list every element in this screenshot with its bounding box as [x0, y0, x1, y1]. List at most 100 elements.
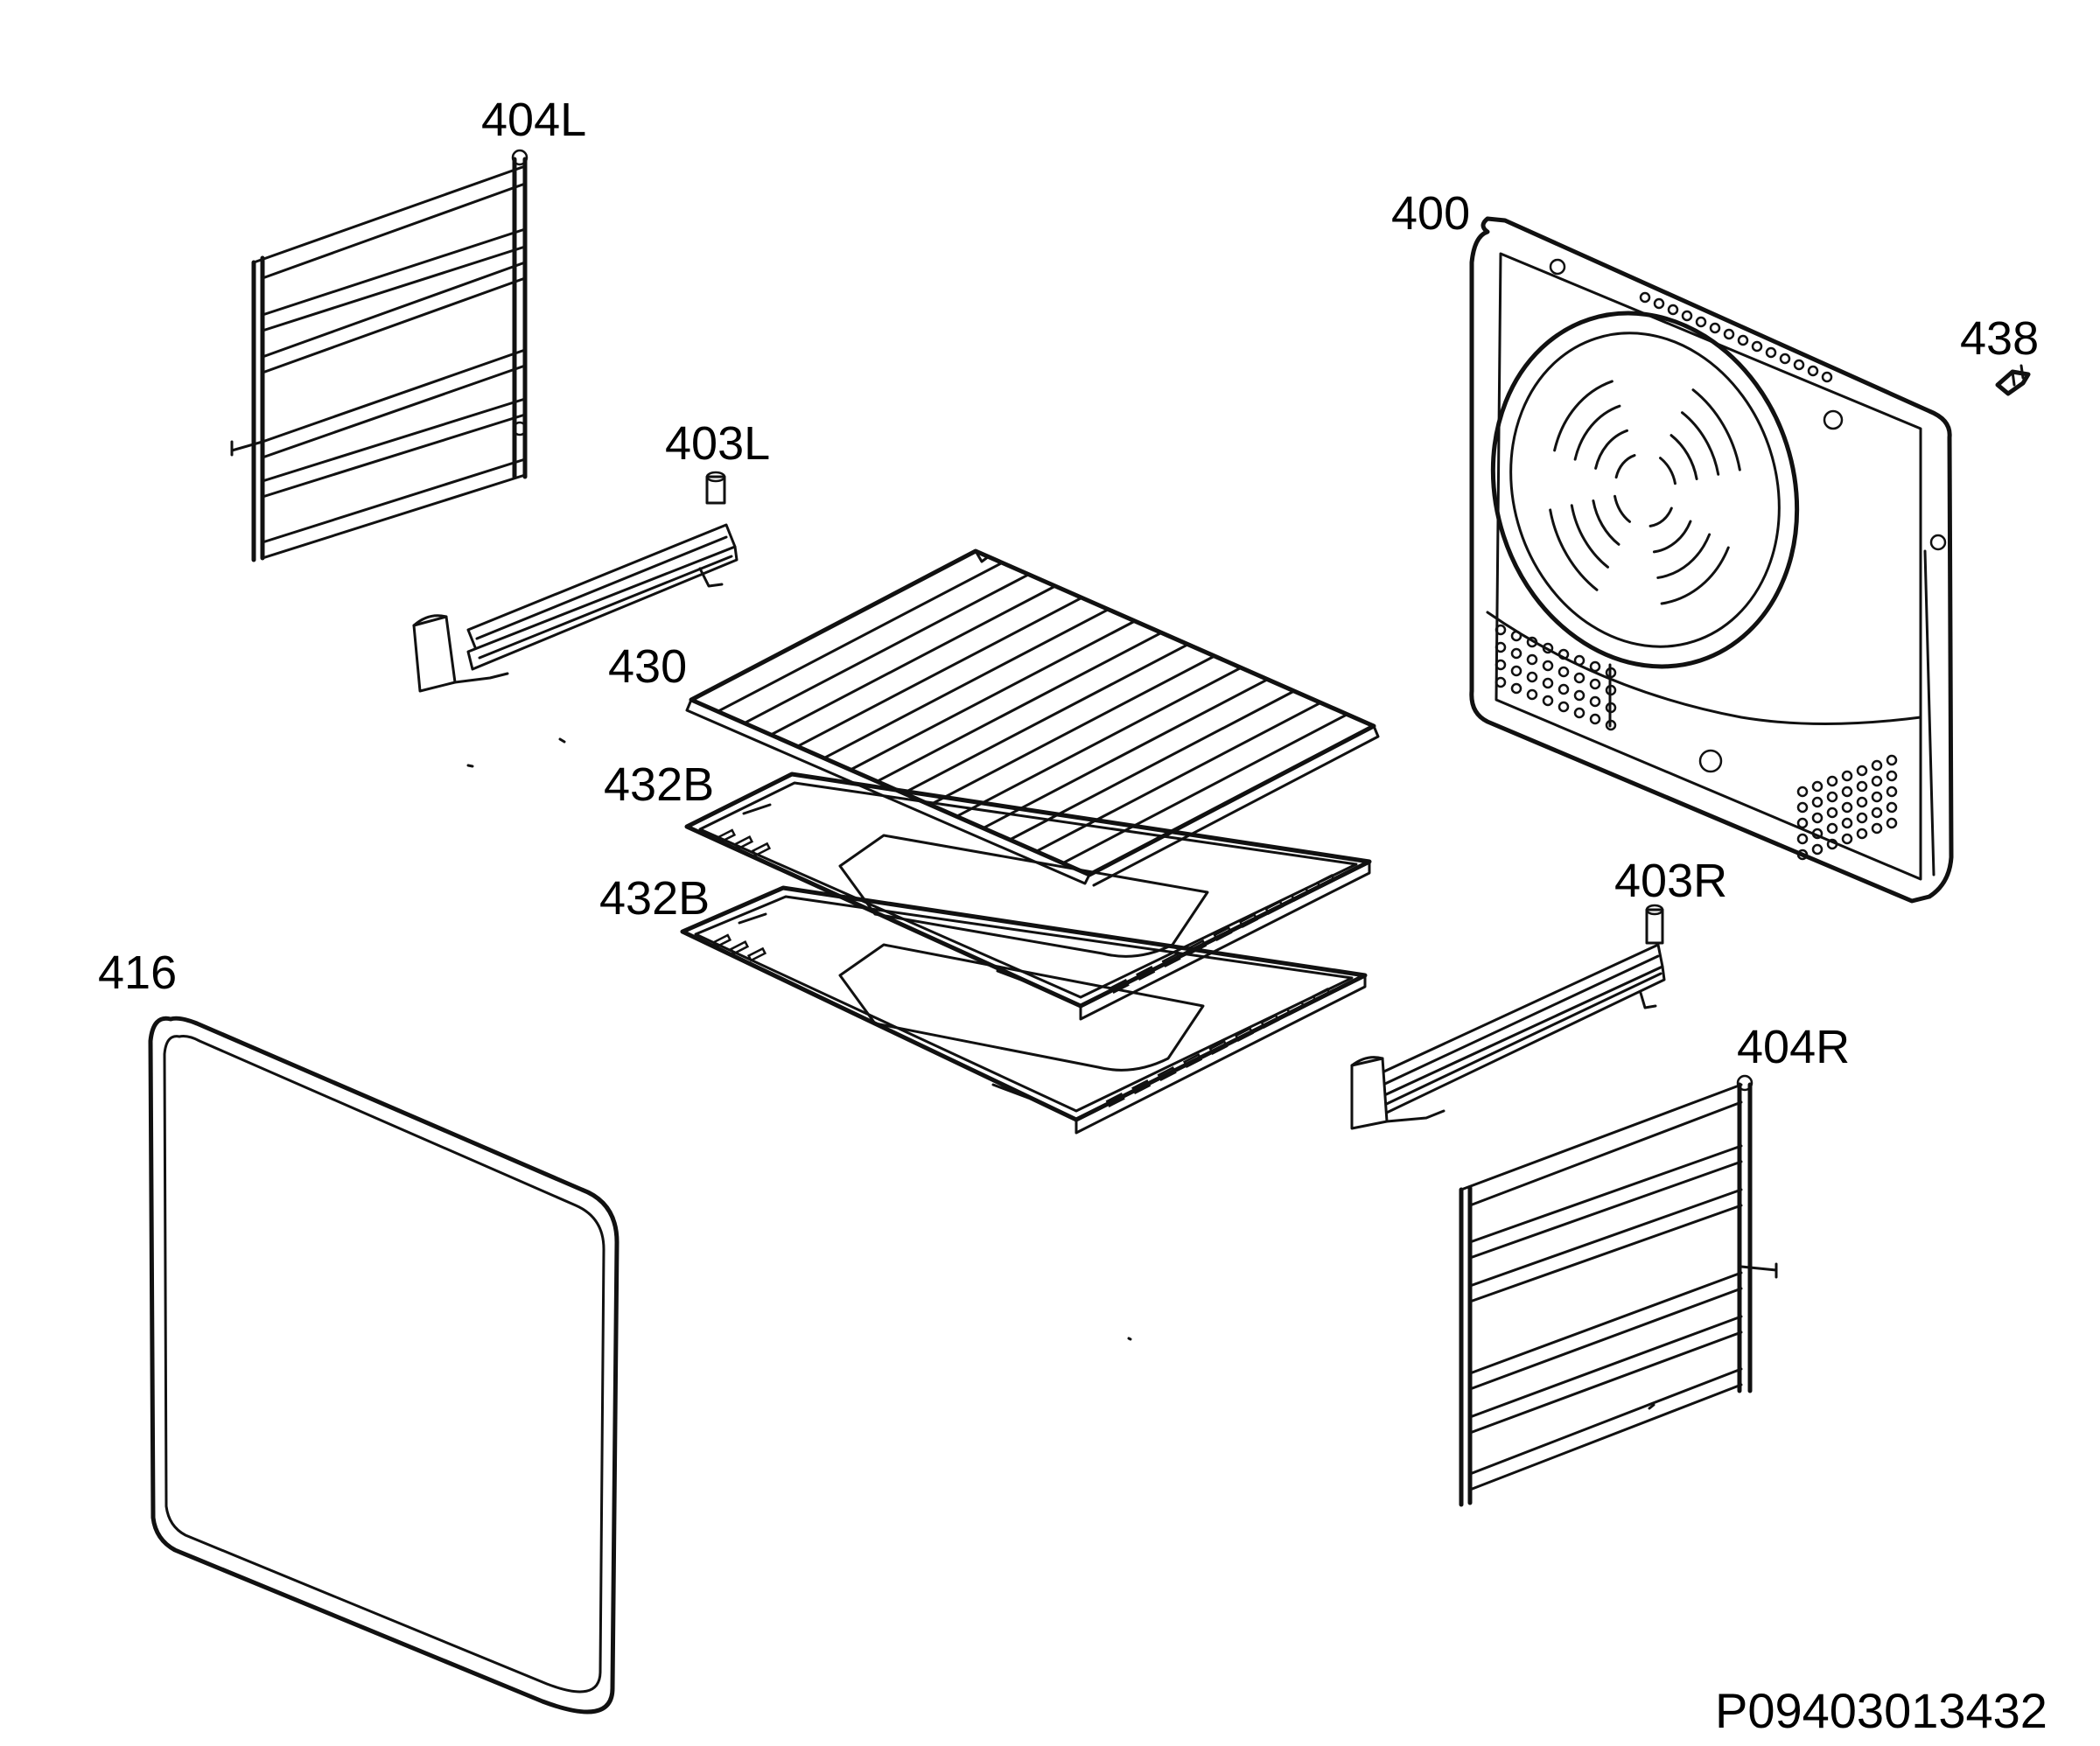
- panel-perforation: [1807, 365, 1819, 377]
- panel-perforation: [1826, 822, 1838, 835]
- panel-perforation: [1886, 801, 1898, 814]
- tray-vent-slot: [1131, 1079, 1152, 1094]
- panel-perforation: [1542, 677, 1554, 689]
- panel-perforation: [1526, 688, 1538, 701]
- panel-perforation: [1605, 702, 1617, 714]
- panel-perforation: [1542, 695, 1554, 707]
- panel-perforation: [1526, 671, 1538, 683]
- panel-perforation: [1886, 786, 1898, 798]
- panel-perforation: [1695, 316, 1707, 328]
- panel-perforation: [1796, 817, 1809, 829]
- tray-vent-slot: [746, 946, 767, 962]
- fan-vent-arc: [1659, 457, 1676, 485]
- fan-vent-arc: [1652, 520, 1692, 554]
- panel-perforation: [1709, 322, 1721, 334]
- panel-perforation: [1871, 775, 1883, 787]
- panel-perforation: [1494, 659, 1507, 671]
- panel-perforation: [1779, 353, 1791, 365]
- panel-perforation: [1494, 624, 1507, 636]
- fan-vent-arc: [1660, 546, 1730, 605]
- panel-perforation: [1841, 817, 1853, 829]
- panel-perforation: [1796, 849, 1809, 861]
- panel-perforation: [1886, 770, 1898, 782]
- panel-perforation: [1856, 780, 1868, 793]
- fan-vent-arc: [1570, 504, 1609, 569]
- shelf-wire: [743, 573, 1031, 725]
- panel-perforation: [1796, 833, 1809, 845]
- label-403R: 403R: [1614, 855, 1727, 907]
- panel-perforation: [1558, 666, 1570, 678]
- panel-perforation: [1573, 672, 1586, 684]
- tray-vent-slot: [751, 842, 772, 857]
- panel-perforation: [1589, 660, 1601, 673]
- part-432B-lower-baking-tray: [680, 885, 1368, 1135]
- part-403R-right-telescopic-runner: [1350, 904, 1666, 1130]
- shelf-wire: [875, 631, 1163, 783]
- panel-perforation: [1542, 660, 1554, 672]
- panel-perforation: [1826, 791, 1838, 803]
- fan-vent-arc: [1549, 508, 1599, 591]
- panel-perforation: [1856, 765, 1868, 777]
- panel-perforation: [1494, 676, 1507, 688]
- panel-perforation: [1826, 807, 1838, 819]
- panel-perforation: [1841, 770, 1853, 782]
- panel-perforation: [1737, 334, 1749, 346]
- panel-perforation: [1558, 683, 1570, 695]
- panel-perforation: [1494, 641, 1507, 653]
- panel-perforation: [1526, 636, 1538, 648]
- panel-perforation: [1841, 801, 1853, 814]
- label-438: 438: [1960, 312, 2039, 365]
- label-416: 416: [98, 946, 177, 999]
- tray-vent-slot: [1105, 1093, 1125, 1107]
- panel-perforation: [1510, 647, 1522, 660]
- panel-perforation: [1811, 796, 1824, 808]
- shelf-wire: [716, 561, 1004, 713]
- fan-vent-arc: [1614, 494, 1631, 523]
- panel-perforation: [1639, 291, 1651, 304]
- fan-vent-arc: [1553, 380, 1614, 452]
- fan-vent-arc: [1594, 429, 1628, 470]
- panel-perforation: [1793, 359, 1805, 371]
- panel-perforation: [1589, 678, 1601, 690]
- panel-perforation: [1811, 828, 1824, 840]
- panel-perforation: [1826, 838, 1838, 850]
- shelf-wire: [1034, 701, 1322, 853]
- fan-vent-arc: [1573, 404, 1621, 461]
- tray-vent-slot: [729, 940, 750, 955]
- tray-vent-slot: [1312, 988, 1332, 1002]
- label-400: 400: [1391, 187, 1470, 240]
- label-404R: 404R: [1737, 1021, 1850, 1073]
- tray-vent-slot: [1234, 1027, 1255, 1042]
- panel-perforation: [1871, 759, 1883, 772]
- panel-perforation: [1821, 371, 1833, 383]
- tray-vent-slot: [1285, 1001, 1306, 1016]
- shelf-wire: [849, 619, 1137, 772]
- panel-perforation: [1886, 754, 1898, 766]
- shelf-wire: [795, 596, 1083, 748]
- part-403L-left-telescopic-runner: [412, 471, 738, 693]
- fan-vent-arc: [1681, 411, 1720, 476]
- panel-perforation: [1871, 822, 1883, 835]
- label-432B-lower: 432B: [599, 872, 710, 925]
- panel-perforation: [1871, 807, 1883, 819]
- tray-vent-slot: [1264, 900, 1284, 915]
- tray-vent-slot: [1208, 1040, 1228, 1055]
- panel-perforation: [1856, 796, 1868, 808]
- shelf-wire: [955, 666, 1242, 818]
- panel-perforation: [1811, 780, 1824, 793]
- panel-perforation: [1573, 707, 1586, 719]
- panel-perforation: [1558, 701, 1570, 713]
- tray-vent-slot: [733, 835, 754, 850]
- tray-vent-slot: [1182, 1053, 1203, 1068]
- panel-perforation: [1589, 713, 1601, 725]
- fan-vent-arc: [1656, 533, 1712, 579]
- part-438-clip: [1995, 364, 2031, 396]
- tray-vent-slot: [1316, 874, 1336, 889]
- panel-perforation: [1605, 684, 1617, 696]
- panel-perforation: [1526, 653, 1538, 666]
- label-430: 430: [608, 640, 687, 693]
- tray-vent-slot: [1238, 913, 1259, 928]
- fan-vent-arc: [1670, 434, 1698, 480]
- panel-perforation: [1796, 801, 1809, 814]
